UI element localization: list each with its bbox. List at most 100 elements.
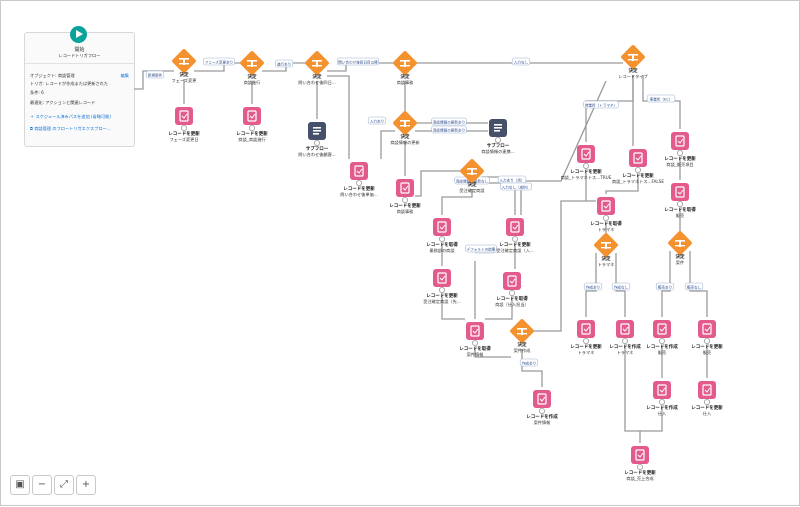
- node-label: トラマネ: [598, 262, 615, 268]
- flow-node-sf1[interactable]: サブフロー問い合わせ後顧客...: [298, 122, 336, 158]
- connector-label[interactable]: 事業所（EC）: [646, 94, 676, 103]
- flow-explorer-link[interactable]: ⧉ 商談管理 のフロートリガエクスプロー...: [30, 126, 111, 131]
- node-title: レコードを作成: [646, 404, 678, 411]
- create-icon: [533, 390, 551, 408]
- connector-label[interactable]: 作成あり: [583, 282, 603, 291]
- connector-label[interactable]: 入力あり（両）: [497, 175, 527, 184]
- connector-label[interactable]: 新規案件: [145, 70, 165, 79]
- fit-view-button[interactable]: ▣: [10, 475, 30, 495]
- connector-line: [615, 253, 626, 317]
- expand-button[interactable]: ⤢: [54, 475, 74, 495]
- node-title: レコードを作成: [526, 413, 558, 420]
- flow-node-d3[interactable]: 決定問い合わせ後四日...: [298, 50, 336, 86]
- connector-label[interactable]: 問い合わせ後四日目以降: [336, 57, 379, 66]
- connector-label[interactable]: デフォルトの結果: [465, 244, 497, 253]
- flow-node-sf2[interactable]: サブフロー商談情報の連携...: [481, 119, 515, 155]
- edit-link[interactable]: 編集: [120, 73, 129, 78]
- connector-line: [474, 349, 511, 358]
- connector-label[interactable]: 営業所（トラマネ）: [583, 100, 619, 109]
- update-icon: [433, 269, 451, 287]
- svg-text:新規案件: 新規案件: [148, 73, 163, 78]
- node-title: レコードを取得: [426, 241, 458, 248]
- connector-label[interactable]: 商談情報の更新あり: [431, 125, 467, 134]
- flow-node-u6[interactable]: レコードを更新受注確定商談（入...: [496, 218, 534, 254]
- connector-label[interactable]: 販売なし: [684, 282, 704, 291]
- node-title: 決定: [468, 181, 477, 188]
- connector-labels: 新規案件 フェーズ変更あり 進行あり 問い合わせ後四日目以降 入力なし商談情報の更新あり…: [145, 57, 704, 367]
- svg-text:商談情報の更新あり: 商談情報の更新あり: [433, 128, 465, 133]
- connector-label[interactable]: 作成なし: [611, 282, 631, 291]
- connector-label[interactable]: 販売あり: [655, 282, 675, 291]
- node-label: 商談情報の更新: [390, 139, 419, 146]
- zoom-out-button[interactable]: −: [32, 475, 52, 495]
- node-title: 決定: [401, 73, 410, 80]
- node-title: レコードを更新: [691, 404, 723, 411]
- zoom-in-button[interactable]: +: [76, 475, 96, 495]
- connector-line: [624, 347, 641, 443]
- connector-label[interactable]: フェーズ変更あり: [203, 57, 235, 66]
- connector-label[interactable]: 入力なし: [511, 57, 531, 66]
- connector-label[interactable]: 入力なし（成約）: [500, 182, 532, 191]
- svg-text:作成なし: 作成なし: [614, 285, 629, 290]
- conditions-text: 条件: 6: [30, 90, 44, 95]
- connector-line: [521, 349, 543, 387]
- flow-node-u5[interactable]: レコードを更新受注確定商談（先...: [423, 269, 461, 305]
- connector-label[interactable]: 進行あり: [274, 59, 294, 68]
- play-icon: [70, 26, 87, 43]
- node-label: フェーズ変更日: [169, 136, 198, 143]
- add-scheduled-path-link[interactable]: ＋ スケジュール済みパスを追加 (省略可能): [30, 114, 112, 119]
- node-title: レコードを取得: [590, 220, 622, 227]
- fit-icon: ▣: [15, 479, 25, 490]
- flow-elements: 決定フェーズ変更レコードを更新フェーズ変更日決定商談進行レコードを更新商談_商談…: [168, 44, 723, 482]
- connector-label[interactable]: 商談情報の更新あり: [431, 117, 467, 126]
- start-title: 開始: [74, 47, 85, 53]
- svg-text:営業所（トラマネ）: 営業所（トラマネ）: [585, 103, 617, 108]
- start-node[interactable]: 開始 レコードトリガフロー オブジェクト: 商談管理 編集 トリガ: レコードが…: [24, 26, 135, 147]
- node-label: 受注確定商談（入...: [496, 247, 534, 254]
- node-label: フェーズ変更: [172, 77, 198, 84]
- divider: [25, 63, 134, 64]
- node-label: 商談_販売項目: [666, 161, 693, 168]
- connector-line: [532, 200, 596, 332]
- node-title: レコードを更新: [499, 241, 531, 248]
- connector-label[interactable]: 作成あり: [519, 358, 539, 367]
- connector-label[interactable]: 入力あり: [367, 116, 387, 125]
- svg-text:作成あり: 作成あり: [586, 285, 600, 290]
- connector-line: [441, 189, 473, 215]
- svg-text:デフォルトの結果: デフォルトの結果: [467, 247, 496, 252]
- node-title: 決定: [602, 255, 611, 262]
- explorer-label: 商談管理 のフロートリガエクスプロー...: [34, 126, 111, 131]
- node-title: サブフロー: [487, 142, 510, 149]
- flow-node-u3[interactable]: レコードを更新問い合わせ後単価...: [340, 162, 378, 198]
- node-label: 商談事務: [397, 79, 415, 86]
